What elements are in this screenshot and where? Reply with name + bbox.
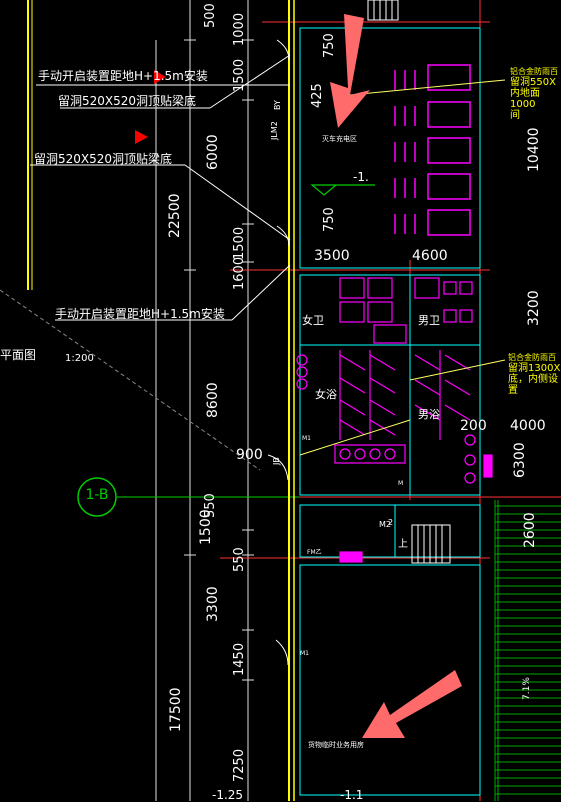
door-tag-m1: M1 <box>302 435 311 442</box>
stair <box>367 0 451 564</box>
door-tag-m: M <box>398 480 404 487</box>
dim-4600: 4600 <box>412 248 448 264</box>
note-hole-mid: 留洞520X520洞顶贴梁底 <box>34 152 173 166</box>
room-label-charging: 灭车充电区 <box>322 135 357 143</box>
dim-1600: 1600 <box>232 256 247 290</box>
dim-4000: 4000 <box>510 418 546 434</box>
dim-1450: 1450 <box>232 642 247 676</box>
dim-3300: 3300 <box>205 586 221 622</box>
dim-3200: 3200 <box>526 290 542 326</box>
charging-stations <box>394 64 471 236</box>
plan-title: 平面图 <box>0 348 37 362</box>
callout-arrows <box>330 14 462 738</box>
plan-scale: 1:200 <box>65 353 94 364</box>
axis-1b <box>77 477 300 517</box>
dim-200: 200 <box>460 418 487 434</box>
dim-6300: 6300 <box>512 442 528 478</box>
main-wall <box>267 0 295 801</box>
note-hole-top: 留洞520X520洞顶贴梁底 <box>58 94 197 108</box>
dim-550b: 550 <box>232 547 247 572</box>
dim-900: 900 <box>236 447 263 463</box>
dim-2600: 2600 <box>522 512 538 548</box>
dim-8600: 8600 <box>205 382 221 418</box>
dim-1500c: 1500 <box>198 509 214 545</box>
dim-750a: 750 <box>322 33 337 58</box>
dim-10400: 10400 <box>526 127 542 172</box>
note-manual-open-top: 手动开启装置距地H+1.5m安装 <box>38 69 208 83</box>
dim-425: 425 <box>310 83 325 108</box>
dim-7250: 7250 <box>232 748 247 782</box>
door-tag-fm: FM乙 <box>307 549 322 556</box>
door-tag-m1b: M1 <box>300 650 309 657</box>
door-tag-jb: JB <box>272 457 281 465</box>
leader-lines <box>0 54 506 471</box>
room-womens-shower: 女浴 <box>315 388 337 401</box>
axis-bubble-label: 1-B <box>85 487 109 503</box>
note-manual-open-bottom: 手动开启装置距地H+1.5m安装 <box>55 307 225 321</box>
door-tag-m2: M2 <box>379 520 391 529</box>
dim-1000: 1000 <box>232 12 247 46</box>
dim-1500a: 1500 <box>232 58 247 92</box>
room-mens-wc: 男卫 <box>418 314 440 327</box>
door-tag-jlm2: JLM2 <box>270 121 279 140</box>
stair-number: 2 <box>388 518 394 527</box>
dim-750b: 750 <box>322 207 337 232</box>
toilet-stalls <box>296 277 493 563</box>
dim-500: 500 <box>203 3 218 28</box>
right-note-1: 铝合金防雨百 留洞550X 内地面1000 间 <box>510 67 558 121</box>
room-walls <box>299 27 481 796</box>
right-note-2: 铝合金防雨百 留洞1300X 底，内侧设置 <box>508 353 561 396</box>
level-marker <box>310 184 375 196</box>
level-upper: -1. <box>353 170 369 184</box>
door-tag-by: BY <box>273 100 282 110</box>
room-womens-wc: 女卫 <box>302 314 324 327</box>
dim-3500: 3500 <box>314 248 350 264</box>
room-label-cargo: 货物临时业务用房 <box>308 741 364 749</box>
dim-17500: 17500 <box>168 687 184 732</box>
ramp <box>494 500 561 801</box>
stair-up-label: 上 <box>398 539 408 550</box>
dimension-lines <box>27 0 254 801</box>
dim-22500: 22500 <box>167 193 183 238</box>
ramp-slope: 7.1% <box>522 677 532 700</box>
level-bottom-right: -1.1 <box>340 788 364 802</box>
flags <box>135 70 166 144</box>
dim-6000: 6000 <box>205 134 221 170</box>
level-bottom-left: -1.25 <box>212 788 244 802</box>
dim-1500b: 1500 <box>232 226 247 260</box>
room-mens-shower: 男浴 <box>418 408 440 421</box>
